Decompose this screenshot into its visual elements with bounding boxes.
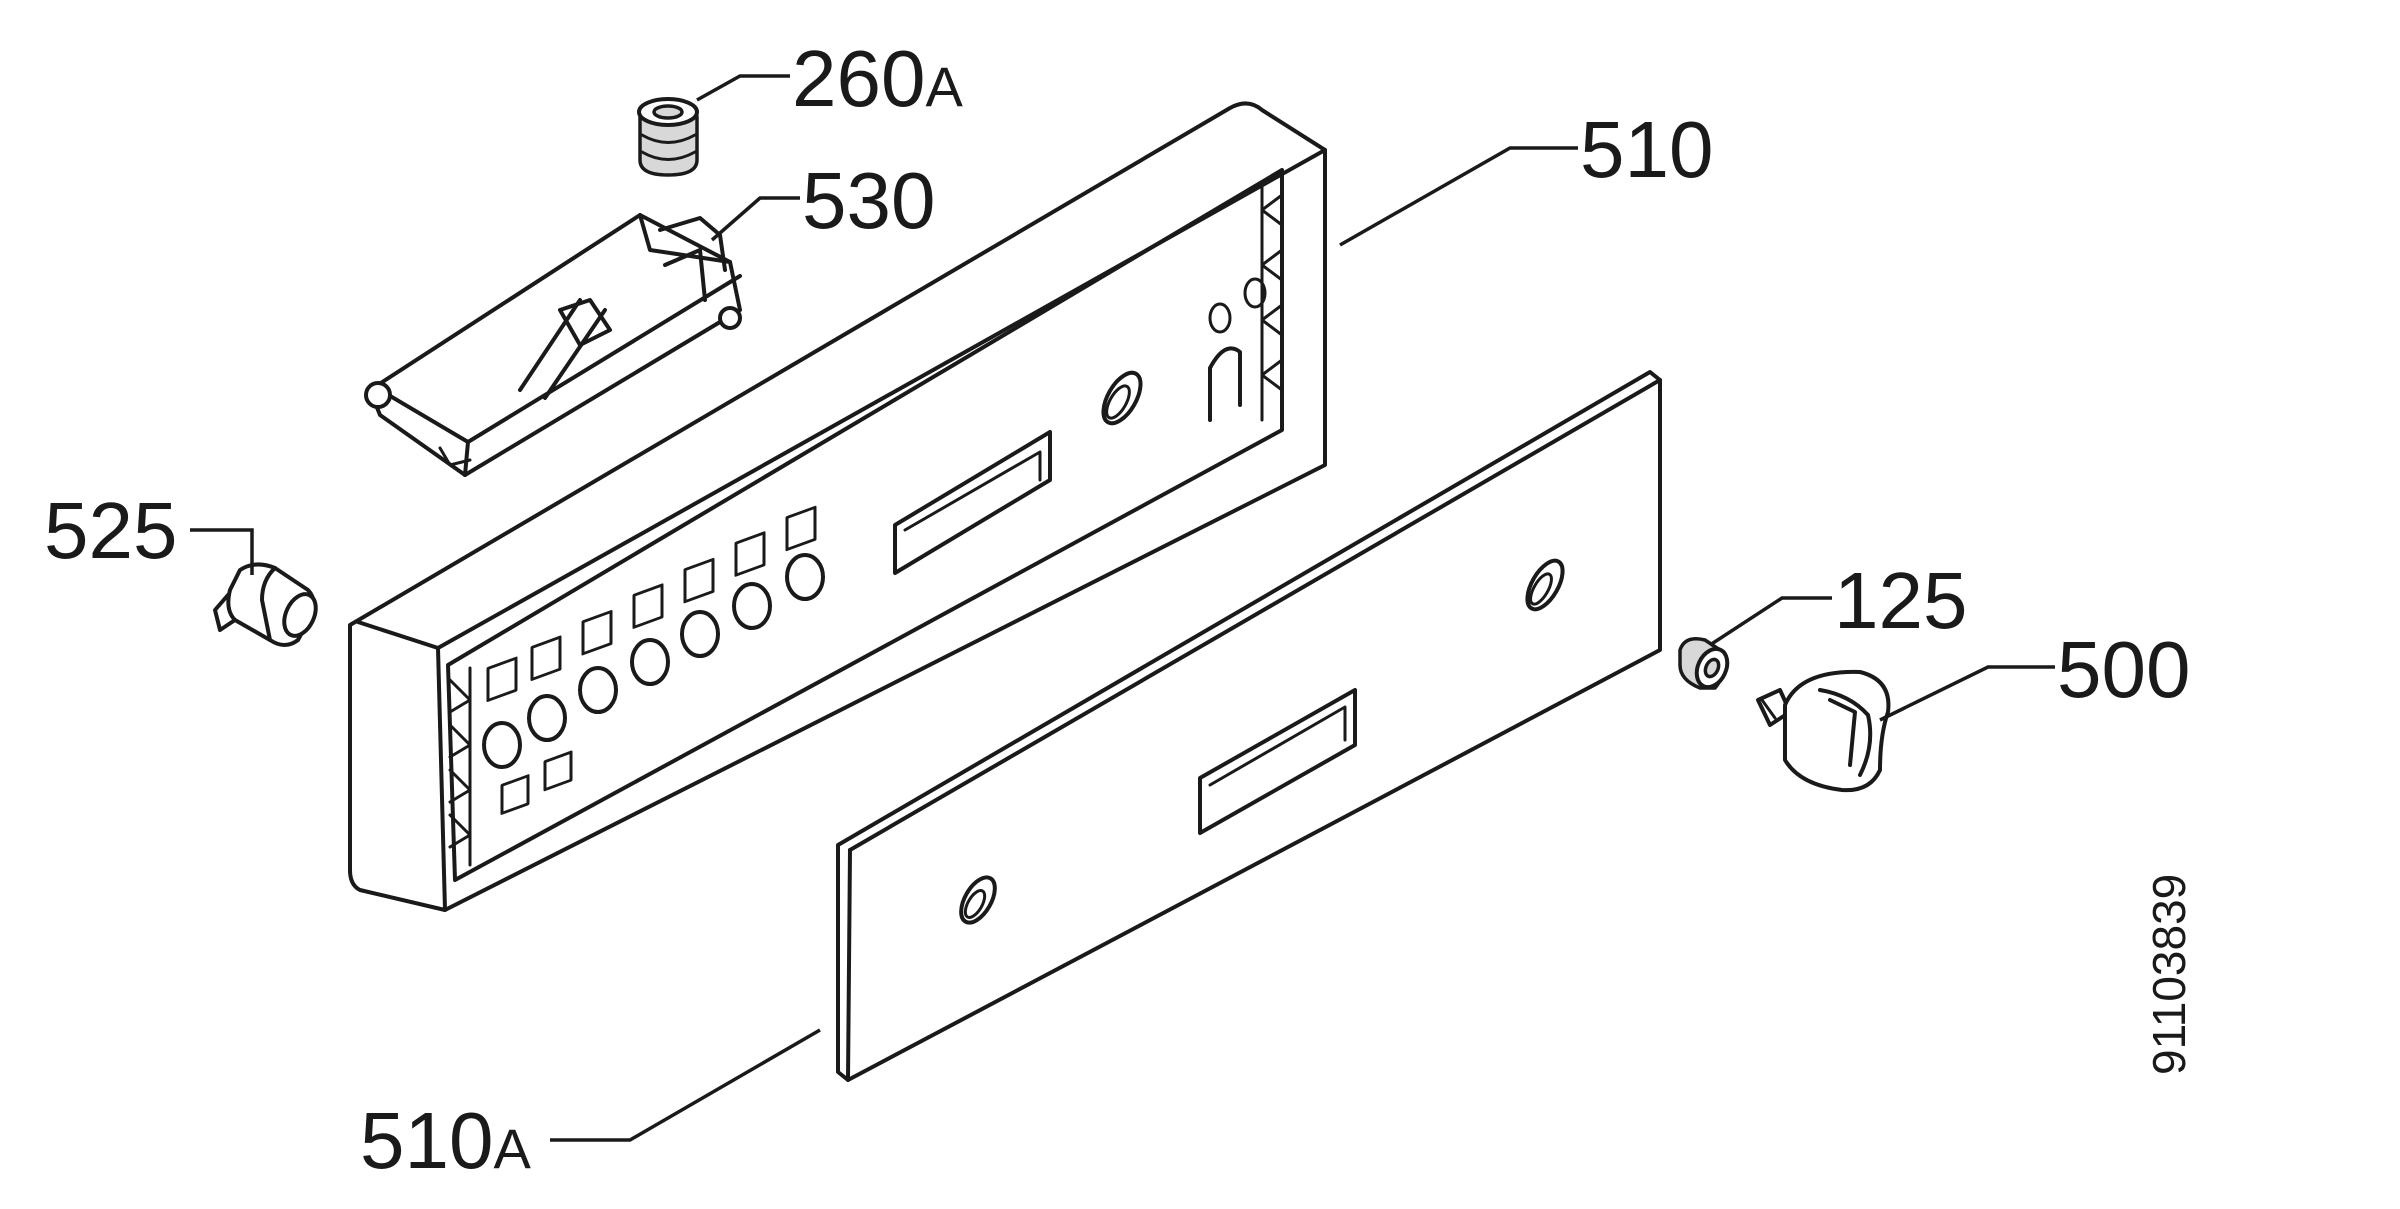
label-260a: 260A bbox=[792, 34, 963, 123]
part-510a-fascia-plate bbox=[836, 370, 1662, 1082]
label-530: 530 bbox=[802, 156, 935, 245]
document-number: 91103839 bbox=[2143, 874, 2195, 1075]
leader-530 bbox=[710, 196, 800, 242]
label-510: 510 bbox=[1580, 105, 1713, 194]
leader-510 bbox=[1339, 146, 1578, 247]
part-525-switch bbox=[213, 562, 318, 647]
label-525: 525 bbox=[44, 486, 177, 575]
part-125-sleeve bbox=[1678, 637, 1730, 690]
callout-labels: 260A 530 510 525 125 500 510A bbox=[44, 34, 2190, 1185]
leader-lines bbox=[190, 74, 2055, 1142]
leader-525 bbox=[190, 528, 254, 575]
part-530-switch-bracket bbox=[364, 213, 742, 477]
leader-500 bbox=[1879, 665, 2055, 722]
leader-260a bbox=[696, 74, 790, 102]
part-260a-grommet bbox=[637, 97, 699, 177]
label-510a: 510A bbox=[360, 1096, 531, 1185]
part-500-knob bbox=[1756, 669, 1891, 793]
label-500: 500 bbox=[2057, 625, 2190, 714]
label-125: 125 bbox=[1834, 556, 1967, 645]
leader-510a bbox=[550, 1028, 821, 1142]
part-510-control-panel bbox=[348, 101, 1327, 912]
leader-125 bbox=[1709, 596, 1832, 647]
